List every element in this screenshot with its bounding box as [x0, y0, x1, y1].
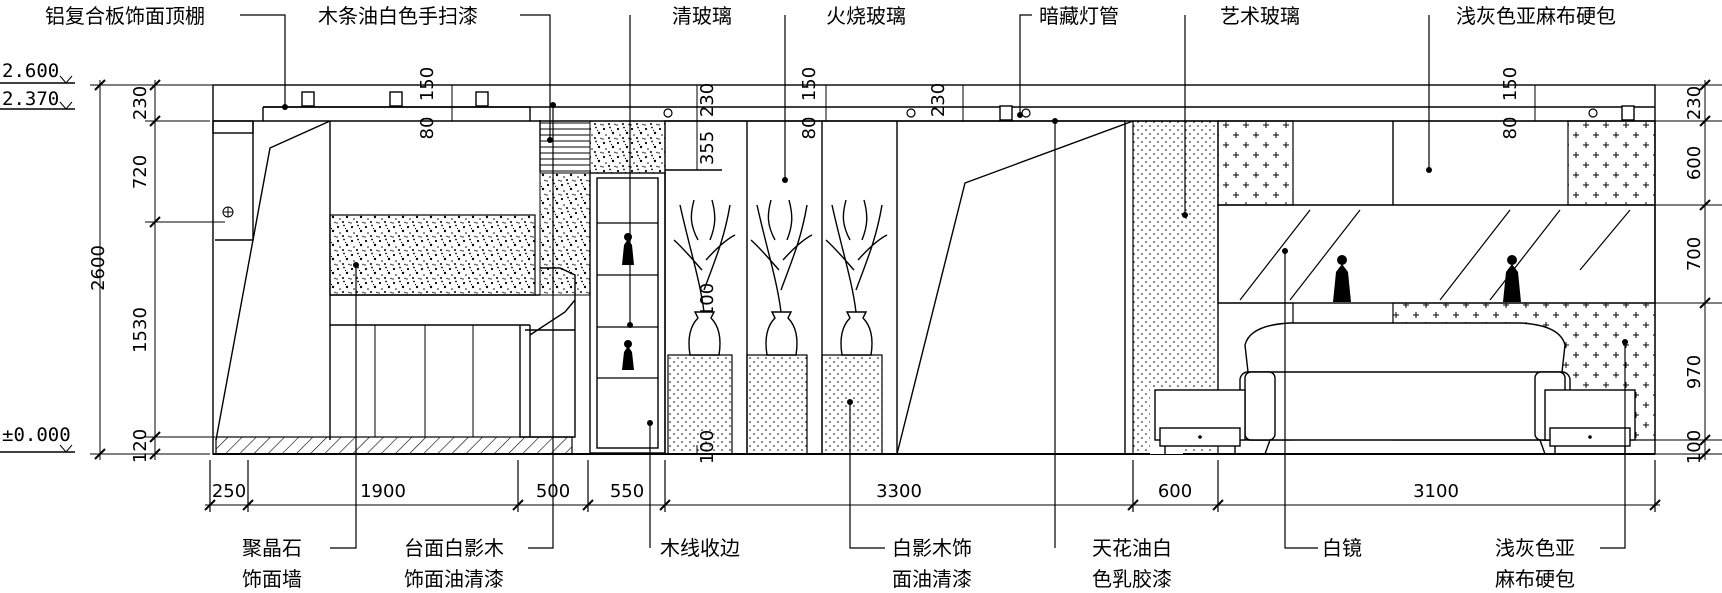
dim-left-1530: 1530 — [130, 307, 151, 353]
dim-inner-230-a: 230 — [697, 83, 718, 117]
dim-bottom-250: 250 — [212, 481, 246, 502]
elevation — [212, 84, 1656, 455]
label-art-glass: 艺术玻璃 — [1220, 4, 1300, 28]
label-aluminium-ceiling: 铝复合板饰面顶棚 — [45, 4, 205, 28]
dim-inner-150-c: 150 — [1500, 67, 1521, 101]
top-labels: 铝复合板饰面顶棚 木条油白色手扫漆 清玻璃 火烧玻璃 暗藏灯管 艺术玻璃 浅灰色… — [45, 4, 1616, 28]
level-ceiling: 2.370 — [2, 88, 59, 110]
label-counter-1: 台面白影木 — [404, 536, 504, 560]
dim-bottom-600: 600 — [1158, 481, 1192, 502]
leader-lines — [240, 14, 1626, 549]
label-hidden-light: 暗藏灯管 — [1039, 4, 1119, 28]
dim-right-100: 100 — [1684, 430, 1705, 464]
dim-inner-150-a: 150 — [417, 67, 438, 101]
dim-right-230: 230 — [1684, 86, 1705, 120]
dim-right-600: 600 — [1684, 146, 1705, 180]
label-crystal-stone-2: 饰面墙 — [242, 567, 302, 591]
level-top: 2.600 — [2, 60, 59, 82]
dim-right-970: 970 — [1684, 355, 1705, 389]
label-crystal-stone-1: 聚晶石 — [242, 536, 302, 560]
dim-inner-100-b: 100 — [697, 283, 718, 317]
dim-inner-230-b: 230 — [928, 83, 949, 117]
label-linen-panel-1: 浅灰色亚 — [1495, 536, 1575, 560]
label-linen-panel-2: 麻布硬包 — [1495, 567, 1575, 591]
dim-bottom-3100: 3100 — [1413, 481, 1459, 502]
label-white-wood-2: 面油清漆 — [892, 567, 972, 591]
dim-left-120: 120 — [130, 429, 151, 463]
dim-bottom-3300: 3300 — [876, 481, 922, 502]
dimension-texts: 2600 230 720 1530 120 230 600 700 970 10… — [88, 67, 1705, 502]
dim-inner-150-b: 150 — [799, 67, 820, 101]
label-white-mirror: 白镜 — [1322, 536, 1362, 560]
label-fire-glass: 火烧玻璃 — [826, 4, 906, 28]
dim-inner-80-a: 80 — [417, 117, 438, 140]
label-wood-strip: 木条油白色手扫漆 — [318, 4, 478, 28]
dim-bottom-550: 550 — [610, 481, 644, 502]
label-ceiling-paint-1: 天花油白 — [1092, 536, 1172, 560]
label-linen-panel-top: 浅灰色亚麻布硬包 — [1456, 4, 1616, 28]
leader-dots — [282, 102, 1628, 426]
level-floor: ±0.000 — [2, 424, 71, 446]
dim-total-height: 2600 — [88, 245, 109, 291]
label-counter-2: 饰面油清漆 — [404, 567, 504, 591]
dim-left-230: 230 — [130, 86, 151, 120]
label-wood-trim: 木线收边 — [660, 536, 740, 560]
dim-inner-80-c: 80 — [1500, 117, 1521, 140]
label-ceiling-paint-2: 色乳胶漆 — [1092, 567, 1172, 591]
dim-inner-80-b: 80 — [799, 117, 820, 140]
dim-left-720: 720 — [130, 155, 151, 189]
label-clear-glass: 清玻璃 — [672, 4, 732, 28]
level-marks: 2.600 2.370 ±0.000 — [0, 60, 75, 453]
dim-right-700: 700 — [1684, 237, 1705, 271]
label-white-wood-1: 白影木饰 — [892, 536, 972, 560]
dim-inner-355: 355 — [697, 131, 718, 165]
dim-bottom-1900: 1900 — [360, 481, 406, 502]
bottom-labels: 聚晶石 饰面墙 台面白影木 饰面油清漆 木线收边 白影木饰 面油清漆 天花油白 … — [242, 536, 1575, 591]
